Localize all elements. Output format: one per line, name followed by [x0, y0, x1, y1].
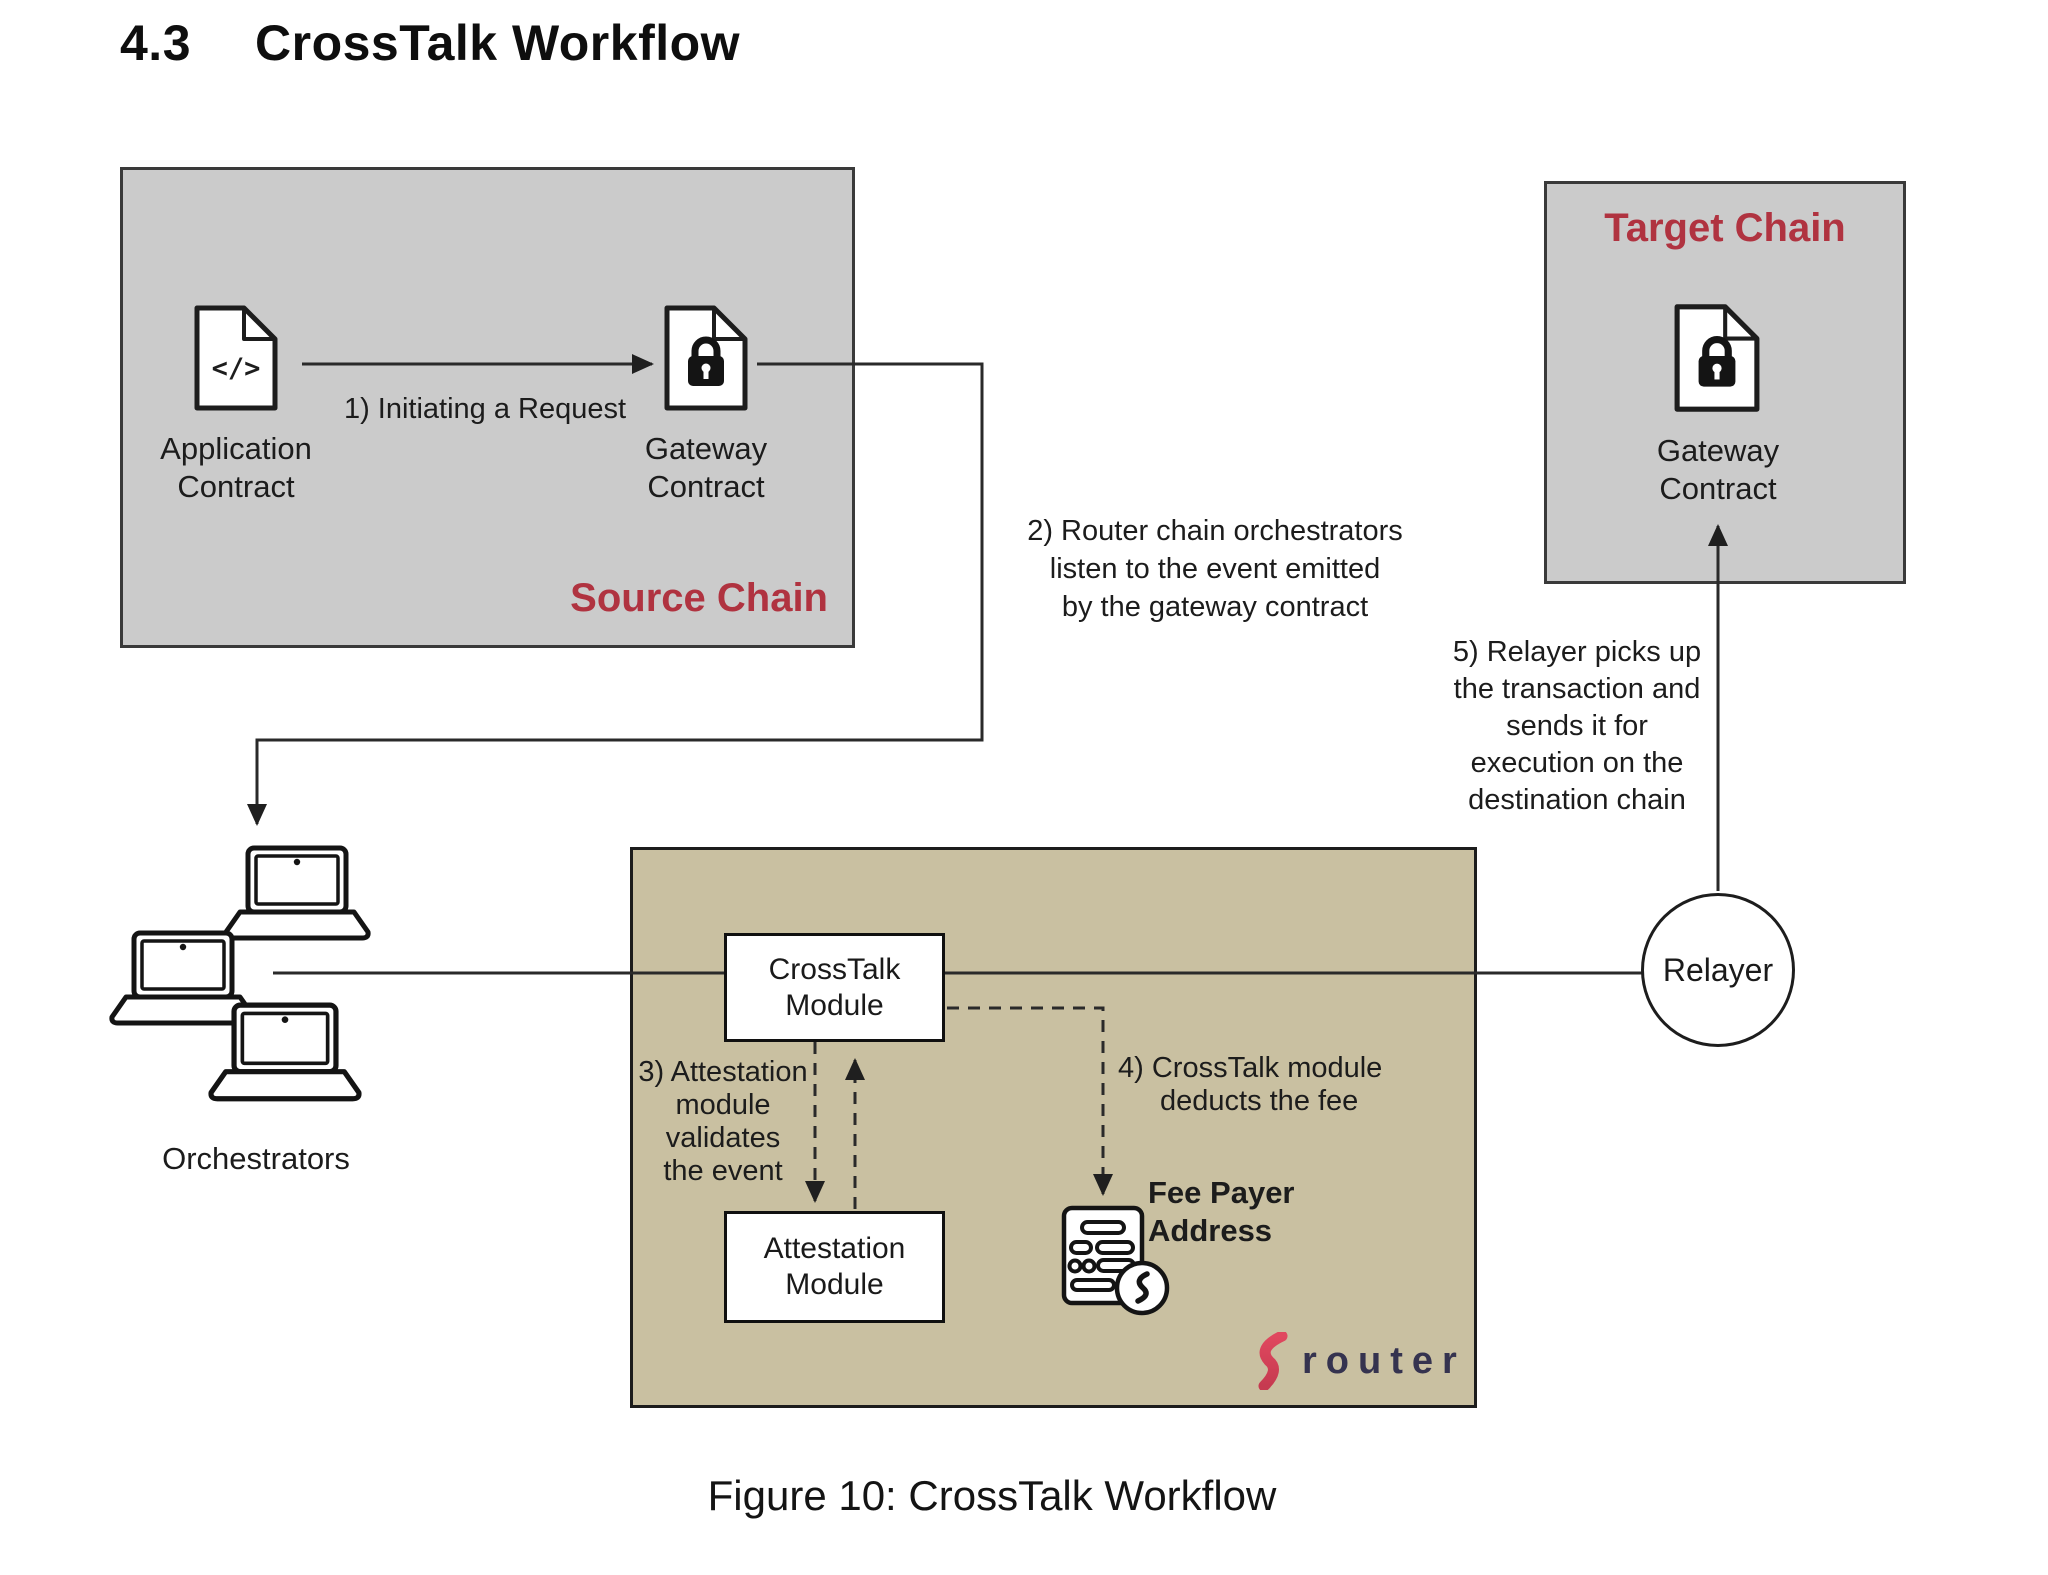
application-contract-label: Application Contract [160, 431, 312, 504]
lock-file-icon [664, 305, 748, 411]
orchestrators-label: Orchestrators [162, 1141, 350, 1176]
laptop-icon [208, 1002, 362, 1102]
section-title: CrossTalk Workflow [255, 15, 741, 71]
lock-file-icon [1674, 304, 1760, 412]
relayer-label: Relayer [1662, 951, 1774, 988]
router-squiggle-icon [1258, 1332, 1288, 1390]
line-gateway-to-orchestrators [247, 362, 984, 826]
target-chain-label: Target Chain [1604, 206, 1846, 250]
source-chain-label: Source Chain [570, 576, 828, 620]
relayer-node: Relayer [1641, 893, 1795, 1047]
dashed-arrow-crosstalk-to-feepayer [947, 1006, 1113, 1196]
router-logo-wordmark: router [1302, 1340, 1466, 1382]
source-gateway-contract-label: Gateway Contract [644, 431, 768, 504]
step1-label: 1) Initiating a Request [343, 393, 627, 425]
attestation-module-box: Attestation Module [724, 1211, 945, 1323]
step4-label: 4) CrossTalk module deducts the fee [1118, 1052, 1383, 1117]
step2-label: 2) Router chain orchestrators listen to … [1027, 515, 1403, 623]
invoice-router-icon [1061, 1205, 1170, 1316]
code-glyph: </> [212, 353, 261, 384]
step3-label: 3) Attestation module validates the even… [638, 1056, 808, 1187]
section-number: 4.3 [120, 15, 192, 71]
crosstalk-module-box: CrossTalk Module [724, 933, 945, 1042]
code-file-icon: </> [194, 305, 278, 411]
section-heading: 4.3 CrossTalk Workflow [120, 14, 740, 72]
fee-payer-label: Fee Payer Address [1148, 1175, 1295, 1248]
figure-caption: Figure 10: CrossTalk Workflow [707, 1472, 1277, 1519]
target-gateway-contract-label: Gateway Contract [1656, 433, 1780, 506]
laptop-icon [109, 930, 257, 1026]
step5-label: 5) Relayer picks up the transaction and … [1452, 636, 1702, 816]
